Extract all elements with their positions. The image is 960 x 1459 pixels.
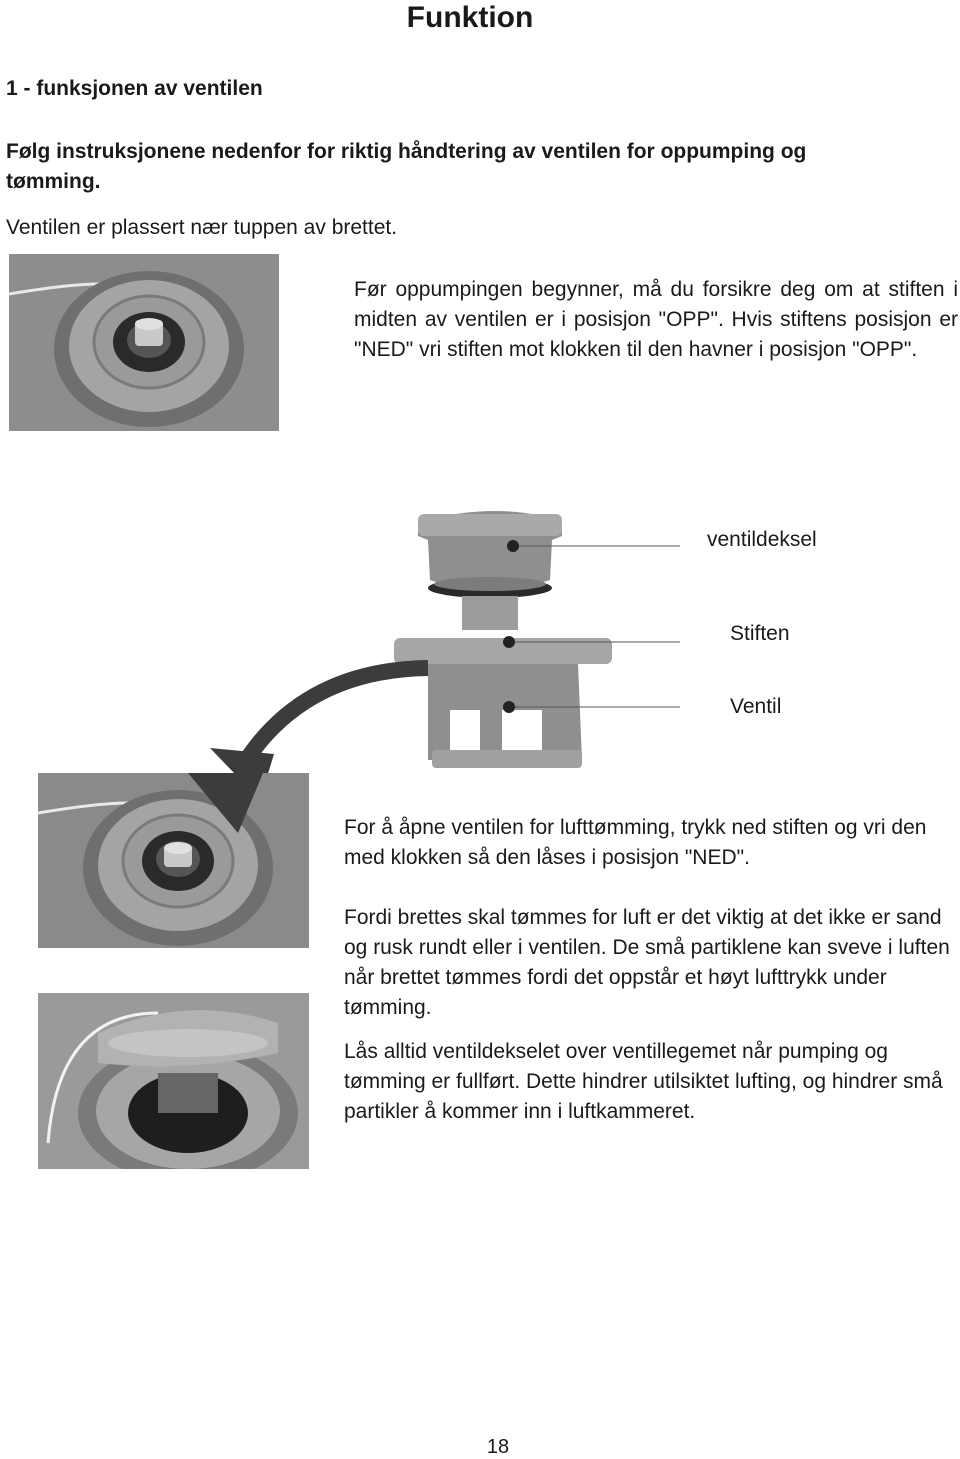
intro-bold-text: Følg instruksjonene nedenfor for riktig … <box>6 140 807 193</box>
lock-cover-paragraph: Lås alltid ventildekselet over ventilleg… <box>344 1040 943 1123</box>
label-valve: Ventil <box>730 695 782 718</box>
page-number: 18 <box>486 1436 510 1458</box>
valve-exploded-diagram <box>180 500 700 820</box>
label-cover: ventildeksel <box>707 528 817 551</box>
valve-photo-down <box>38 773 309 948</box>
label-pin: Stiften <box>730 622 790 645</box>
sand-warning-paragraph: Fordi brettes skal tømmes for luft er de… <box>344 906 950 1019</box>
valve-photo-up <box>9 254 279 431</box>
page-title: Funktion <box>406 1 534 34</box>
deflate-instruction-paragraph: For å åpne ventilen for lufttømming, try… <box>344 816 927 869</box>
open-instruction-paragraph: Før oppumpingen begynner, må du forsikre… <box>354 278 958 361</box>
valve-cover-photo <box>38 993 309 1169</box>
intro-text: Ventilen er plassert nær tuppen av brett… <box>6 216 398 239</box>
section-heading: 1 - funksjonen av ventilen <box>6 77 263 100</box>
